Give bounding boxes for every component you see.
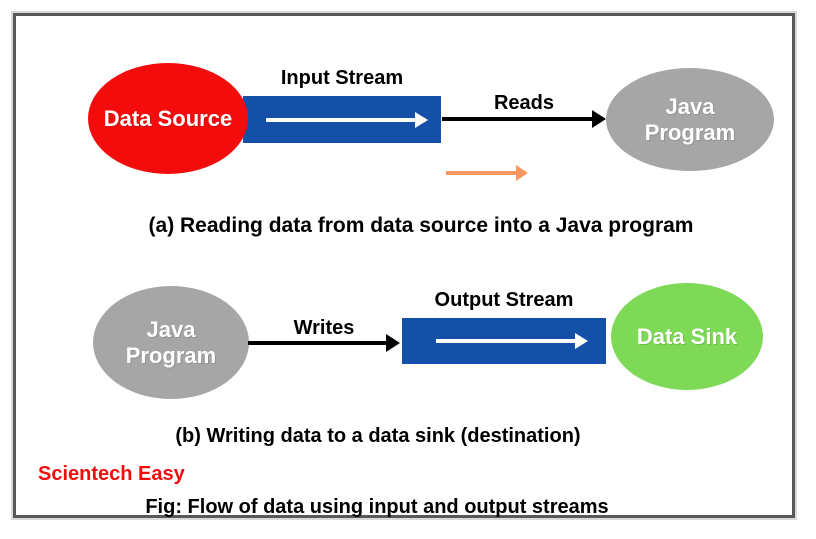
writes-arrow-icon — [248, 334, 400, 352]
java-program-ellipse-b: Java Program — [93, 286, 249, 399]
figure-border-frame: Data Source Input Stream Reads Java Prog… — [13, 13, 795, 518]
arrow-tip — [575, 333, 588, 349]
reads-arrow-icon — [442, 110, 606, 128]
data-source-label: Data Source — [103, 105, 233, 131]
data-sink-ellipse: Data Sink — [611, 283, 763, 390]
java-program-label: Java Program — [125, 317, 217, 368]
output-flow-arrow-icon — [436, 332, 588, 350]
arrow-tip — [516, 165, 528, 181]
arrow-tip — [592, 110, 606, 128]
input-stream-rect — [243, 96, 441, 143]
data-sink-label: Data Sink — [636, 323, 738, 349]
arrow-shaft — [442, 117, 594, 121]
arrow-shaft — [248, 341, 388, 345]
input-stream-label: Input Stream — [280, 67, 404, 89]
arrow-shaft — [266, 117, 417, 122]
arrow-shaft — [436, 339, 577, 343]
orange-direction-arrow-icon — [446, 165, 528, 181]
output-stream-rect — [402, 318, 606, 364]
caption-b: (b) Writing data to a data sink (destina… — [175, 425, 581, 447]
writes-label: Writes — [293, 317, 355, 339]
brand-watermark: Scientech Easy — [38, 463, 185, 485]
reads-label: Reads — [493, 92, 555, 114]
data-source-ellipse: Data Source — [88, 63, 248, 174]
arrow-tip — [415, 111, 428, 128]
output-stream-label: Output Stream — [434, 289, 574, 311]
caption-a: (a) Reading data from data source into a… — [148, 214, 694, 237]
input-flow-arrow-icon — [266, 111, 428, 128]
figure-caption: Fig: Flow of data using input and output… — [145, 496, 609, 518]
java-program-label: Java Program — [644, 94, 736, 145]
java-program-ellipse-a: Java Program — [606, 68, 774, 171]
arrow-shaft — [446, 171, 518, 175]
arrow-tip — [386, 334, 400, 352]
